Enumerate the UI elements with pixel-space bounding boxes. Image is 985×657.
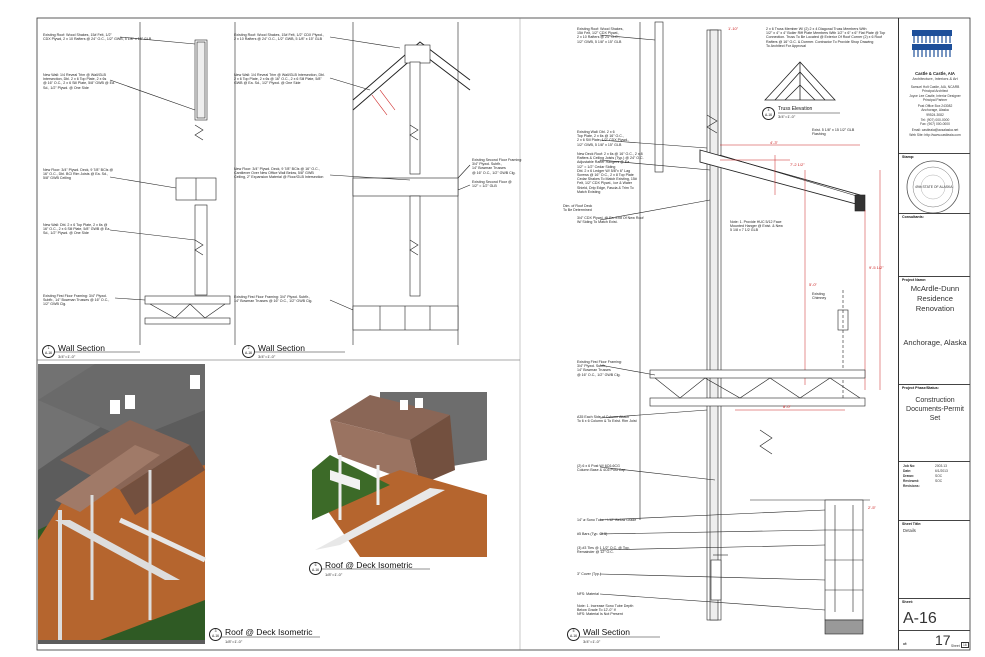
job-row-1-key: Date: xyxy=(903,469,912,473)
firm-name: Castle & Castle, AIA xyxy=(915,71,955,76)
view-3-scale: 1/8"=1'-0" xyxy=(225,639,243,644)
note-s5-note1: Note: 1. Provide HUC 5/12 Face Mounted H… xyxy=(730,220,783,233)
note-truss: 2 x 6 Truss Member W/ (2) 2 x 4 Diagonal… xyxy=(766,27,886,48)
section-1-drawing xyxy=(109,22,236,345)
note-s5-first: Existing First Floor Framing: 3/4" Plywd… xyxy=(577,360,622,377)
of-label: of: xyxy=(903,642,908,646)
note-s5-wall: Existing Wall: Dbl. 2 x 6 Top Plate, 2 x… xyxy=(577,130,630,147)
dim-1: 1'-10" xyxy=(728,26,739,31)
sheet-word: Sheet xyxy=(951,644,960,648)
note-s5-roof: Existing Roof: Wood Shakes, 15# Felt, 1/… xyxy=(577,27,624,44)
stamp-label: Stamp: xyxy=(902,155,915,159)
note-s2-wall: New Wall: 1/4 Reveal Trim @ Wall/GLB Int… xyxy=(234,73,325,86)
firm-tagline: Architecture, Interiors & Art xyxy=(912,77,958,81)
note-s5-deckroof: New Deck Roof: 2 x 6s @ 16" O.C., 2 x 8 … xyxy=(577,152,644,194)
note-s5-ties: (3) #3 Ties @ 1 1/2" O.C. @ Top, Remaind… xyxy=(577,546,630,555)
sheet-title-label: Sheet Title: xyxy=(902,522,922,526)
job-row-0-key: Job No: xyxy=(903,464,916,468)
view-6-title: Roof @ Deck Isometric xyxy=(325,560,413,570)
sheet-label: Sheet: xyxy=(902,600,913,604)
job-row-0-val: 2003.13 xyxy=(935,464,947,468)
dim-3: 7'-2 1/2" xyxy=(790,162,805,167)
note-s5-bars: #5 Bars (Typ. Of 5) xyxy=(577,532,608,536)
job-row-3-val: SOC xyxy=(935,479,943,483)
project-name-label: Project Name: xyxy=(902,278,927,282)
dim-5: 9'-5 1/2" xyxy=(869,265,884,270)
note-s1-wall: New Wall: 1/4 Reveal Trim @ Wall/GLB Int… xyxy=(43,73,115,90)
section-5-drawing xyxy=(599,21,881,635)
note-s5-post: (2) 6 x 6 Post W/ 6C6-6CG Column Base & … xyxy=(577,464,626,473)
dim-7: 2'-5" xyxy=(868,505,876,510)
note-s2-second: Existing Second Floor Framing: 3/4" Plyw… xyxy=(472,158,523,175)
view-5-title: Wall Section xyxy=(583,627,630,637)
view-1-title: Wall Section xyxy=(58,343,105,353)
sheet-title: Details xyxy=(903,528,916,533)
note-s5-a35: A35 Each Side of Column Attach To 6 x 6 … xyxy=(577,415,637,424)
project-location: Anchorage, Alaska xyxy=(903,338,967,347)
view-4-scale: 3/4"=1'-0" xyxy=(778,114,796,119)
note-s2-roof: Existing Roof: Wood Shakes, 15# Felt, 1/… xyxy=(234,33,324,42)
note-s5-exist: Existing Chimney xyxy=(812,292,827,301)
isometric-3-render xyxy=(38,364,207,644)
section-2-drawing xyxy=(329,22,471,345)
isometric-6-render xyxy=(312,392,487,557)
consultants-label: Consultants: xyxy=(902,215,924,219)
view-4-title: Truss Elevation xyxy=(778,106,813,112)
note-s2-first: Existing First Floor Framing: 3/4" Plywd… xyxy=(234,295,313,304)
view-1-scale: 3/4"=1'-0" xyxy=(58,354,76,359)
firm-email: Email: castleaia@acsalaska.net xyxy=(911,128,959,132)
firm-address: Post Office Box 243082 Anchorage, Alaska… xyxy=(917,104,953,117)
note-s5-eave: Dim. of Roof Deck To Be Determined xyxy=(563,204,593,213)
note-s5-note2: Note: 1. Increase Sono Tube Depth Below … xyxy=(577,604,634,617)
firm-web: Web Site: http://www.castleaia.com xyxy=(909,133,961,137)
note-s5-sono: 14" ø Sono Tube +/-12" Below Grade xyxy=(577,518,637,522)
phase-label: Project Phase/Status: xyxy=(902,386,939,390)
note-s1-first: Existing First Floor Framing: 3/4" Plywd… xyxy=(43,294,110,307)
title-block: Castle & Castle, AIA Architecture, Inter… xyxy=(898,18,970,650)
note-s1-floor: New Floor: 3/4" Plywd. Deck, 9 7/8" BCIs… xyxy=(43,168,114,181)
note-s5-exist2: Exist. 5 1/8" x 15 1/2" GLB Flashing xyxy=(812,128,855,137)
note-s5-plywd: 3/4" CDX Plywd. @ Ea. End Of New Roof W/… xyxy=(577,216,644,225)
sheet-count: 17 xyxy=(935,632,951,648)
firm-logo xyxy=(912,30,952,57)
project-name: McArdle-Dunn Residence Renovation xyxy=(910,284,960,313)
job-row-3-key: Reviewed: xyxy=(903,479,920,483)
view-3-title: Roof @ Deck Isometric xyxy=(225,627,313,637)
job-row-1-val: 6/1/2013 xyxy=(935,469,948,473)
sheet-number: A-16 xyxy=(903,610,937,627)
note-s2-floor: New Floor: 3/4" Plywd. Deck, 9 7/8" BCIs… xyxy=(234,167,324,180)
note-s5-nfs: NFS: Material xyxy=(577,592,599,596)
job-row-2-val: SOC xyxy=(935,474,943,478)
dim-4: 5'-0" xyxy=(809,282,817,287)
view-2-scale: 3/4"=1'-0" xyxy=(258,354,276,359)
note-s5-cover: 3" Cover (Typ.) xyxy=(577,572,602,576)
view-2-title: Wall Section xyxy=(258,343,305,353)
view-6-scale: 1/8"=1'-0" xyxy=(325,572,343,577)
truss-elevation-drawing xyxy=(764,61,836,101)
view-5-scale: 3/4"=1'-0" xyxy=(583,639,601,644)
job-row-2-key: Drawn: xyxy=(903,474,915,478)
job-row-4-key: Revisions: xyxy=(903,484,920,488)
stamp-text: 49th STATE OF ALASKA xyxy=(915,185,953,189)
dim-2: 4'-3" xyxy=(770,140,778,145)
phase-value: Construction Documents-Permit Set xyxy=(906,397,964,422)
note-s1-roof: Existing Roof: Wood Shakes, 15# Felt, 1/… xyxy=(43,33,152,42)
sheet-box: 16 xyxy=(961,642,969,649)
firm-people: Samuel Holt Castle, AIA, NCARB Principal… xyxy=(909,85,961,103)
firm-phones: Tel: (907) 000-0000 Fax: (907) 000-0000 xyxy=(920,118,950,127)
note-s1-wall2: New Wall: Dbl. 2 x 6 Top Plate, 2 x 6s @… xyxy=(43,223,111,236)
dim-6: 8'-0" xyxy=(783,404,791,409)
note-s2-secfloor: Existing Second Floor @ 1/2" = 1/2" GLB xyxy=(472,180,512,189)
